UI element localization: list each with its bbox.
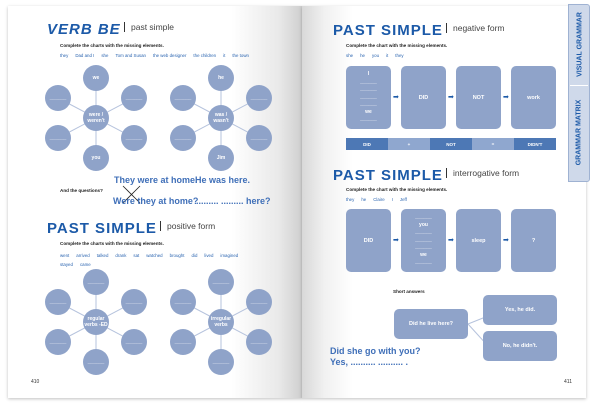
questions-label: And the questions?	[60, 188, 103, 193]
question-mark-box: ?	[511, 209, 556, 272]
question: Did she go with you?	[330, 346, 421, 356]
chart-center: regular verbs -ED	[83, 309, 109, 335]
sentence: They were at home.	[114, 175, 198, 185]
chart-node-blank[interactable]: ______	[246, 125, 272, 151]
chart-node-blank[interactable]: ______	[246, 85, 272, 111]
chart-node-blank[interactable]: ______	[83, 349, 109, 375]
chart-center: was / wasn't	[208, 105, 234, 131]
short-answers-label: Short answers	[393, 289, 425, 294]
instruction: Complete the charts with the missing ele…	[60, 241, 164, 246]
chart-node: he	[208, 65, 234, 91]
interrogative-subtitle: interrogative form	[446, 168, 519, 178]
aux-box: DID	[346, 209, 391, 272]
arrow-right-icon: ➡	[503, 94, 509, 101]
question-box: Did he live here?	[394, 309, 468, 339]
chart-center: were / weren't	[83, 105, 109, 131]
chart-node-blank[interactable]: ______	[121, 125, 147, 151]
chart-node-blank[interactable]: ______	[246, 329, 272, 355]
verb-be-title: VERB BE	[47, 21, 121, 38]
chart-node-blank[interactable]: ______	[208, 269, 234, 295]
chart-node-blank[interactable]: ______	[208, 349, 234, 375]
side-tab: VISUAL GRAMMAR GRAMMAR MATRIX	[568, 4, 590, 182]
page-number: 410	[31, 379, 40, 385]
not-box: NOT	[456, 66, 501, 129]
chart-node-blank[interactable]: ______	[170, 125, 196, 151]
instruction: Complete the charts with the missing ele…	[60, 43, 164, 48]
arrow-right-icon: ➡	[448, 237, 454, 244]
question: Were they at home?	[113, 196, 199, 206]
arrow-right-icon: ➡	[393, 94, 399, 101]
no-answer-box: No, he didn't.	[483, 331, 557, 361]
chart-node-blank[interactable]: ______	[170, 289, 196, 315]
yes-answer-box: Yes, he did.	[483, 295, 557, 325]
past-simple-title: PAST SIMPLE	[47, 220, 157, 237]
subject-box[interactable]: ______you__________________we______	[401, 209, 446, 272]
chart-node: Jim	[208, 145, 234, 171]
chart-node-blank[interactable]: ______	[246, 289, 272, 315]
instruction: Complete the chart with the missing elem…	[346, 187, 448, 192]
chart-node: we	[83, 65, 109, 91]
chart-node-blank[interactable]: ______	[45, 125, 71, 151]
chart-node-blank[interactable]: ______	[45, 85, 71, 111]
chart-node-blank[interactable]: ______	[121, 85, 147, 111]
negative-subtitle: negative form	[446, 23, 505, 33]
sentence: He was here.	[195, 175, 251, 185]
verb-box: sleep	[456, 209, 501, 272]
chart-node-blank[interactable]: ______	[170, 329, 196, 355]
formula-bar: DID + NOT = DIDN'T	[346, 138, 556, 150]
verb-be-subtitle: past simple	[124, 22, 174, 32]
verb-box: work	[511, 66, 556, 129]
interrogative-title: PAST SIMPLE	[333, 167, 443, 184]
chart-node-blank[interactable]: ______	[45, 289, 71, 315]
chart-node: you	[83, 145, 109, 171]
chart-node-blank[interactable]: ______	[121, 289, 147, 315]
negative-title: PAST SIMPLE	[333, 22, 443, 39]
chart-node-blank[interactable]: ______	[45, 329, 71, 355]
chart-node-blank[interactable]: ______	[121, 329, 147, 355]
arrow-right-icon: ➡	[503, 237, 509, 244]
page-number: 411	[564, 379, 572, 385]
question-blank[interactable]: ......... ......... here?	[196, 196, 271, 206]
positive-subtitle: positive form	[160, 221, 215, 231]
subject-box[interactable]: I________________________we______	[346, 66, 391, 129]
answer-blank[interactable]: Yes, .......... .......... .	[330, 357, 409, 367]
chart-center: irregular verbs	[208, 309, 234, 335]
instruction: Complete the chart with the missing elem…	[346, 43, 448, 48]
arrow-right-icon: ➡	[448, 94, 454, 101]
arrow-right-icon: ➡	[393, 237, 399, 244]
aux-box: DID	[401, 66, 446, 129]
chart-node-blank[interactable]: ______	[83, 269, 109, 295]
chart-node-blank[interactable]: ______	[170, 85, 196, 111]
